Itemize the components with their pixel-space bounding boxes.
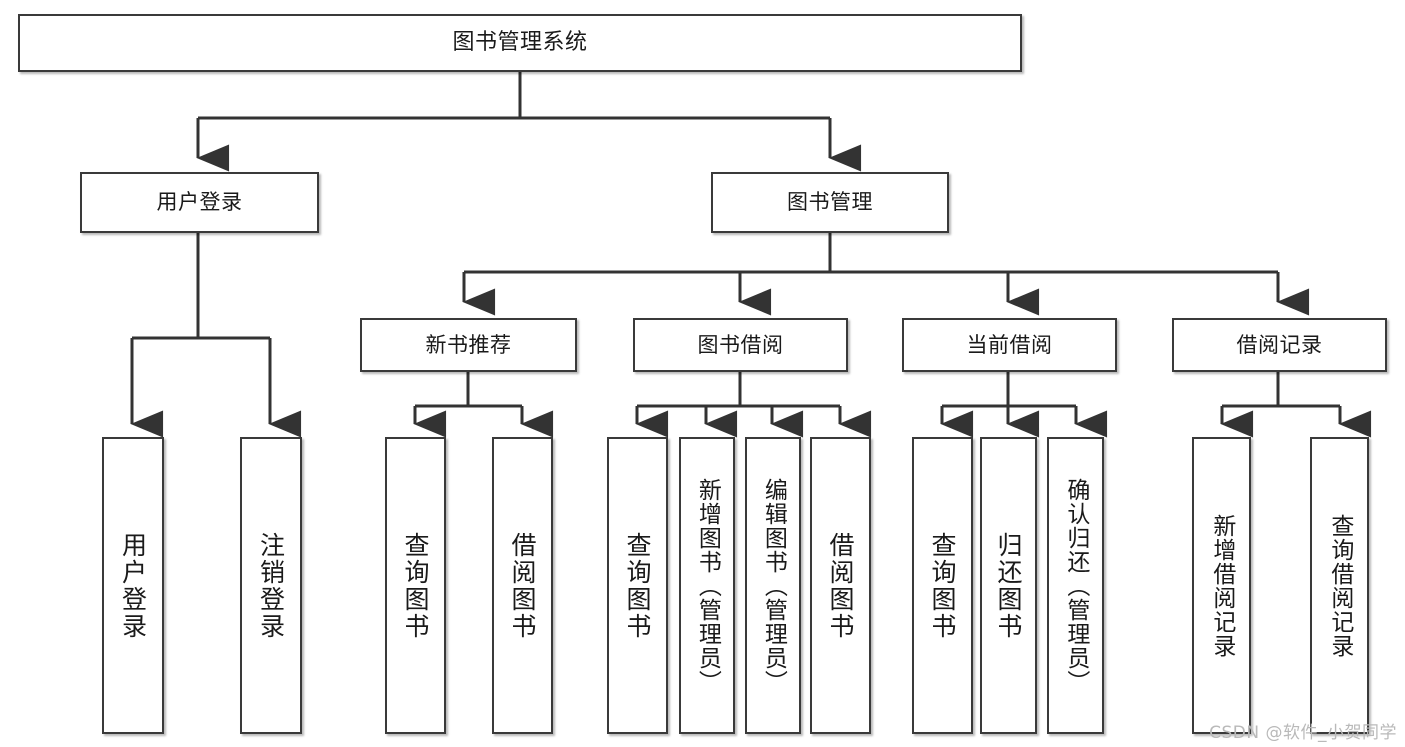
node-label: 归还图书 xyxy=(994,531,1023,640)
node-label: 新书推荐 xyxy=(425,332,512,357)
leaf-book-borrow-edit-book-admin[interactable]: 编辑图书（管理员） xyxy=(745,437,801,734)
leaf-new-book-borrow-book[interactable]: 借阅图书 xyxy=(492,437,553,734)
leaf-records-add-record[interactable]: 新增借阅记录 xyxy=(1192,437,1251,734)
watermark-text: CSDN @软件_小贺同学 xyxy=(1209,723,1397,743)
node-label: 编辑图书（管理员） xyxy=(760,477,787,694)
node-label: 注销登录 xyxy=(256,531,286,640)
node-label: 确认归还（管理员） xyxy=(1062,477,1089,694)
node-label: 借阅图书 xyxy=(826,531,855,640)
leaf-current-borrow-confirm-return-admin[interactable]: 确认归还（管理员） xyxy=(1047,437,1104,734)
leaf-user-login-logout[interactable]: 注销登录 xyxy=(240,437,302,734)
leaf-current-borrow-return-book[interactable]: 归还图书 xyxy=(980,437,1037,734)
node-label: 图书借阅 xyxy=(697,332,784,357)
leaf-book-borrow-add-book-admin[interactable]: 新增图书（管理员） xyxy=(679,437,735,734)
leaf-book-borrow-query-book[interactable]: 查询图书 xyxy=(607,437,668,734)
leaf-records-query-record[interactable]: 查询借阅记录 xyxy=(1310,437,1369,734)
node-label: 借阅记录 xyxy=(1236,332,1323,357)
node-root-system[interactable]: 图书管理系统 xyxy=(18,14,1022,72)
node-label: 用户登录 xyxy=(118,531,148,640)
node-label: 新增图书（管理员） xyxy=(694,477,721,694)
leaf-user-login-login[interactable]: 用户登录 xyxy=(102,437,164,734)
node-label: 当前借阅 xyxy=(966,332,1053,357)
node-book-management[interactable]: 图书管理 xyxy=(711,172,949,233)
node-label: 借阅图书 xyxy=(508,531,537,640)
node-label: 查询图书 xyxy=(928,531,957,640)
node-label: 新增借阅记录 xyxy=(1208,513,1235,658)
node-current-borrow[interactable]: 当前借阅 xyxy=(902,318,1117,372)
leaf-book-borrow-borrow-book[interactable]: 借阅图书 xyxy=(810,437,871,734)
node-label: 查询借阅记录 xyxy=(1326,513,1353,658)
node-book-borrow[interactable]: 图书借阅 xyxy=(633,318,848,372)
node-new-book-recommend[interactable]: 新书推荐 xyxy=(360,318,577,372)
node-borrow-records[interactable]: 借阅记录 xyxy=(1172,318,1387,372)
node-user-login[interactable]: 用户登录 xyxy=(80,172,319,233)
node-label: 查询图书 xyxy=(401,531,430,640)
node-label: 用户登录 xyxy=(156,190,243,215)
node-label: 图书管理 xyxy=(787,190,873,215)
node-label: 图书管理系统 xyxy=(452,30,588,56)
node-label: 查询图书 xyxy=(623,531,652,640)
leaf-new-book-query-book[interactable]: 查询图书 xyxy=(385,437,446,734)
leaf-current-borrow-query-book[interactable]: 查询图书 xyxy=(912,437,973,734)
